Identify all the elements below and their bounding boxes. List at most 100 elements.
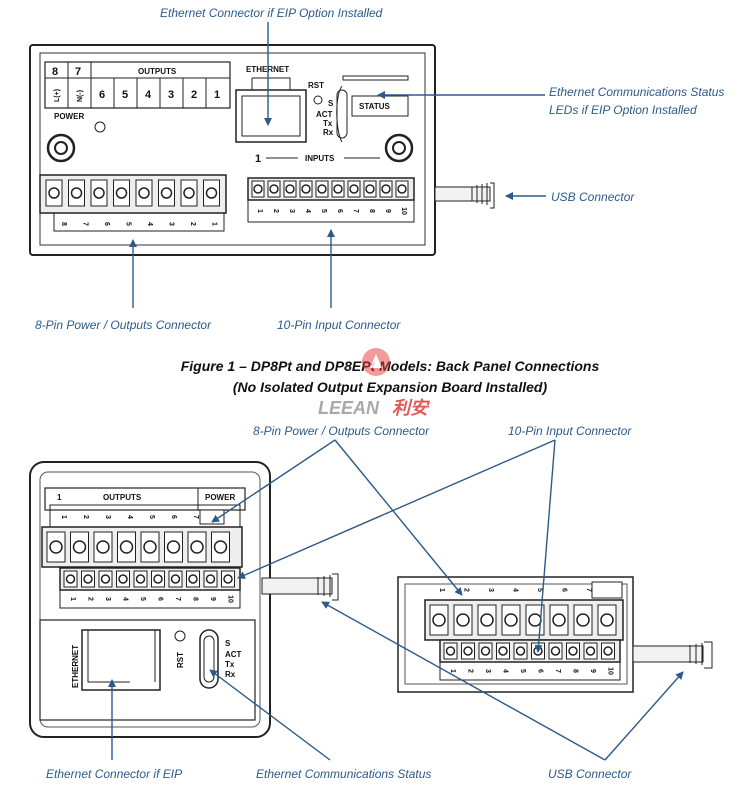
- side-output-terminal-screw-icon: [600, 613, 614, 627]
- front-output-terminal-screw-icon: [166, 540, 181, 554]
- rst-label: RST: [308, 81, 324, 90]
- fig2-callout-input: 10-Pin Input Connector: [508, 424, 632, 438]
- l-plus-label: L(+): [54, 89, 61, 102]
- front-outputs-label: OUTPUTS: [103, 493, 142, 502]
- front-input-number: 3: [104, 597, 111, 601]
- input-terminal-screw-icon: [301, 184, 311, 194]
- side-usb-cable-icon: [632, 641, 713, 669]
- callout-input: 10-Pin Input Connector: [277, 318, 401, 332]
- side-top-number: 6: [561, 588, 568, 592]
- front-usb-cable-icon: [261, 573, 339, 601]
- output-terminal-block: [39, 174, 227, 214]
- input-number: 8: [368, 209, 375, 213]
- front-ethernet-port: [81, 629, 161, 691]
- front-top-number: 4: [126, 515, 133, 519]
- front-top-number: 3: [104, 515, 111, 519]
- front-output-terminal-screw-icon: [190, 540, 204, 554]
- front-input-number: 6: [157, 597, 164, 601]
- side-top-number: 2: [463, 588, 470, 592]
- front-led-rx: Rx: [225, 670, 236, 679]
- front-led-tx: Tx: [225, 660, 235, 669]
- front-input-number: 9: [209, 597, 216, 601]
- back-panel-inner: [39, 52, 426, 246]
- callout-status-leds-1: Ethernet Communications Status: [549, 85, 724, 99]
- input-terminal-screw-icon: [253, 184, 263, 194]
- side-input-terminal-screw-icon: [568, 646, 578, 656]
- inputs-label: INPUTS: [305, 154, 335, 163]
- output-pin-number: 7: [82, 222, 89, 226]
- input-terminal-screw-icon: [285, 184, 295, 194]
- screw-right-icon: [384, 133, 414, 163]
- front-rst-button: [174, 630, 186, 642]
- input-number: 7: [352, 209, 359, 213]
- side-input-number: 10: [607, 667, 614, 675]
- side-top-number: 4: [512, 588, 519, 592]
- side-input-terminal-screw-icon: [445, 646, 456, 656]
- inputs-one-label: 1: [255, 153, 261, 165]
- front-led-s: S: [225, 639, 231, 648]
- front-one-label: 1: [57, 493, 62, 502]
- output-terminal-screw-icon: [138, 187, 150, 199]
- input-terminal-screw-icon: [269, 184, 279, 194]
- front-input-number: 2: [87, 597, 94, 601]
- front-input-number: 10: [227, 595, 234, 603]
- output-number: 2: [191, 89, 197, 101]
- front-input-terminal-screw-icon: [83, 574, 93, 584]
- input-terminal-screw-icon: [333, 184, 343, 194]
- front-input-number: 5: [139, 597, 146, 601]
- output-number: 6: [99, 89, 105, 101]
- pin8-label: 8: [52, 66, 58, 78]
- output-pin-number: 1: [211, 222, 218, 226]
- front-input-number: 1: [69, 597, 76, 601]
- front-led-act: ACT: [225, 650, 242, 659]
- side-top-number: 5: [536, 588, 543, 592]
- output-number: 3: [168, 89, 174, 101]
- side-input-number: 4: [502, 669, 509, 673]
- front-output-terminal-screw-icon: [213, 540, 228, 554]
- input-terminal-screw-icon: [317, 184, 327, 194]
- front-rst-label: RST: [176, 652, 185, 668]
- output-pin-number: 8: [60, 222, 67, 226]
- side-input-number: 6: [537, 669, 544, 673]
- watermark-text: LEEAN: [318, 398, 380, 418]
- input-terminal-screw-icon: [381, 184, 391, 194]
- front-input-terminal-screw-icon: [153, 574, 163, 584]
- side-input-number: 1: [449, 669, 456, 673]
- front-top-number: 5: [148, 515, 155, 519]
- side-input-number: 5: [519, 669, 526, 673]
- outputs-header: OUTPUTS: [138, 67, 177, 76]
- output-pin-number: 5: [125, 222, 132, 226]
- side-input-terminal-screw-icon: [498, 646, 508, 656]
- front-input-terminal-screw-icon: [100, 574, 111, 584]
- front-input-terminal-screw-icon: [170, 574, 181, 584]
- output-number: 5: [122, 89, 128, 101]
- figure1-caption-line1: Figure 1 – DP8Pt and DP8EPt Models: Back…: [181, 358, 600, 374]
- front-input-number: 8: [192, 597, 199, 601]
- side-input-terminal-screw-icon: [480, 646, 491, 656]
- side-input-number: 8: [572, 669, 579, 673]
- side-output-terminal-screw-icon: [432, 613, 446, 627]
- front-input-terminal-screw-icon: [223, 574, 233, 584]
- side-output-terminal-screw-icon: [480, 613, 494, 627]
- pin7-label: 7: [75, 66, 81, 78]
- side-input-terminal-screw-icon: [603, 646, 613, 656]
- side-output-terminal-screw-icon: [576, 613, 590, 627]
- front-output-terminal-screw-icon: [143, 540, 157, 554]
- output-pin-number: 2: [189, 222, 196, 226]
- front-input-terminal-screw-icon: [118, 574, 128, 584]
- front-top-number: 7: [192, 515, 199, 519]
- front-top-number: 6: [170, 515, 177, 519]
- input-terminal-screw-icon: [397, 184, 407, 194]
- input-number: 5: [320, 209, 327, 213]
- output-number: 4: [145, 89, 152, 101]
- output-terminal-screw-icon: [70, 187, 83, 199]
- input-terminal-screw-icon: [349, 184, 359, 194]
- front-input-terminal-screw-icon: [65, 574, 76, 584]
- side-output-terminal-screw-icon: [504, 613, 518, 627]
- fig2-callout-usb: USB Connector: [548, 767, 632, 781]
- side-input-terminal-screw-icon: [515, 646, 526, 656]
- side-input-terminal-screw-icon: [463, 646, 473, 656]
